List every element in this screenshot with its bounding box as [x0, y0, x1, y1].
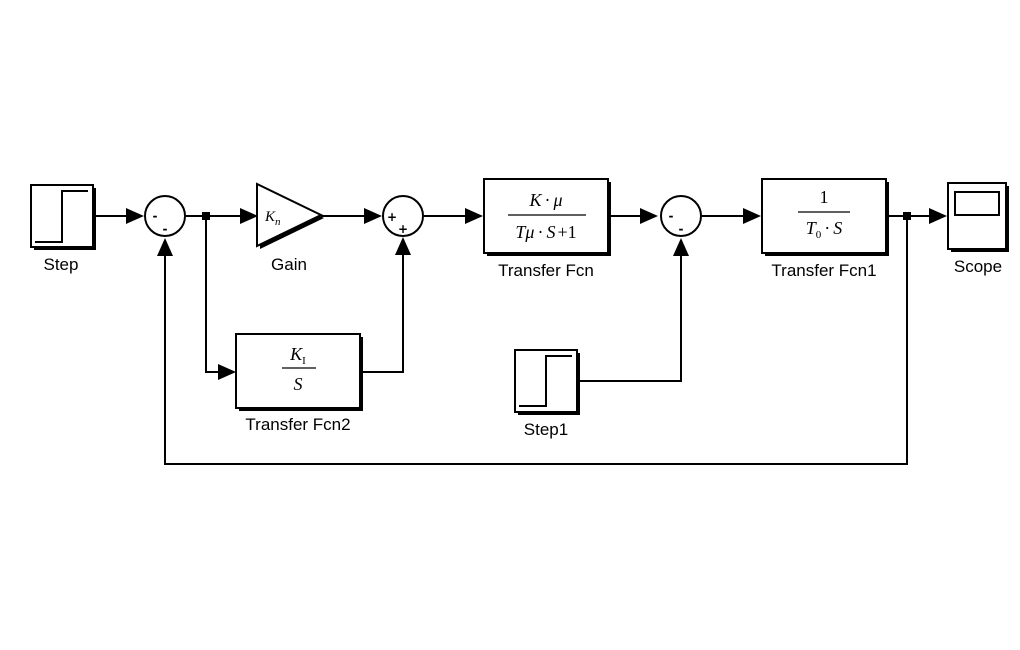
- arrowhead: [640, 208, 658, 224]
- step1-icon: [519, 355, 572, 407]
- arrowhead: [929, 208, 947, 224]
- arrowhead: [126, 208, 144, 224]
- tf-numerator: K·μ: [528, 190, 562, 210]
- tf1-denominator: T0·S: [806, 218, 843, 241]
- wire-tf2-to-sum2[interactable]: [362, 255, 404, 373]
- gain-block[interactable]: Kn Gain: [256, 182, 324, 274]
- sum-block-3[interactable]: - -: [660, 195, 702, 237]
- scope-block[interactable]: Scope: [947, 182, 1009, 276]
- wire-feedback[interactable]: [164, 216, 908, 465]
- transfer-fcn-block[interactable]: K·μ Tμ·S+1 Transfer Fcn: [483, 178, 611, 280]
- scope-screen-icon: [954, 191, 1000, 216]
- wire-branch-to-tf2[interactable]: [205, 216, 218, 373]
- svg-text:Kn: Kn: [264, 209, 281, 228]
- sum3-sign-left: -: [669, 209, 674, 223]
- tf-denominator: Tμ·S+1: [515, 222, 576, 242]
- tf2-denominator: S: [294, 374, 303, 394]
- transfer-fcn2-block[interactable]: KI S Transfer Fcn2: [235, 333, 363, 434]
- arrowhead: [465, 208, 483, 224]
- gain-symbol: K: [264, 209, 276, 225]
- transfer-fcn1-label: Transfer Fcn1: [771, 261, 876, 280]
- gain-label: Gain: [271, 255, 307, 274]
- arrowhead: [743, 208, 761, 224]
- sum-block-1[interactable]: - -: [144, 195, 186, 237]
- step-label: Step: [44, 255, 79, 274]
- step1-label: Step1: [524, 420, 568, 439]
- arrowhead: [157, 238, 173, 256]
- arrowhead: [240, 208, 258, 224]
- sum-block-2[interactable]: + +: [382, 195, 424, 237]
- branch-point: [202, 212, 210, 220]
- arrowhead: [395, 237, 411, 255]
- transfer-fcn2-label: Transfer Fcn2: [245, 415, 350, 434]
- sum1-sign-bottom: -: [163, 222, 168, 236]
- step1-block[interactable]: Step1: [514, 349, 580, 439]
- tf2-numerator: KI: [289, 344, 306, 367]
- tf1-numerator: 1: [820, 187, 829, 207]
- sum1-sign-left: -: [153, 209, 158, 223]
- step-block[interactable]: Step: [30, 184, 96, 274]
- sum2-sign-bottom: +: [398, 222, 408, 236]
- arrowhead: [673, 238, 689, 256]
- transfer-fcn-label: Transfer Fcn: [498, 261, 594, 280]
- step-icon: [35, 190, 88, 243]
- arrowhead: [218, 364, 236, 380]
- transfer-fcn1-block[interactable]: 1 T0·S Transfer Fcn1: [761, 178, 889, 280]
- gain-symbol-sub: n: [275, 216, 281, 228]
- sum3-sign-bottom: -: [679, 222, 684, 236]
- wire-step1-to-sum3[interactable]: [579, 256, 682, 382]
- sum2-sign-left: +: [387, 210, 397, 224]
- scope-label: Scope: [954, 257, 1002, 276]
- signal-lines: [96, 208, 947, 465]
- arrowhead: [364, 208, 382, 224]
